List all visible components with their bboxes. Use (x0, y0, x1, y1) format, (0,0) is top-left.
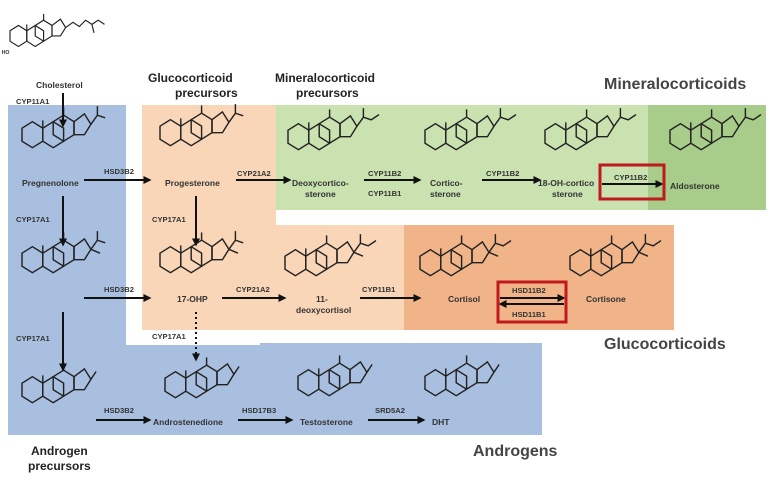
enzyme-cyp11b2-a: CYP11B2 (368, 169, 401, 178)
label-testosterone: Testosterone (300, 417, 353, 427)
label-cholesterol: Cholesterol (36, 80, 83, 90)
enzyme-cyp11b1-a: CYP11B1 (368, 189, 402, 198)
17-ohp-structure (159, 231, 244, 274)
dht-structure (424, 354, 500, 397)
11-deoxycortisol-structure (284, 234, 377, 277)
oh-corticosterone-structure (544, 108, 637, 151)
aldosterone-structure (669, 108, 762, 151)
enzyme-hsd3b2-mid: HSD3B2 (104, 285, 134, 294)
highlight-box-cyp11b2 (598, 163, 666, 201)
label-cortisol: Cortisol (448, 294, 480, 304)
label-aldosterone: Aldosterone (670, 181, 720, 191)
enzyme-hsd11b1: HSD11B1 (512, 310, 547, 319)
header-mineralocorticoids: Mineralocorticoids (604, 76, 746, 93)
header-glucocorticoid-precursors-line1: Glucocorticoid (148, 71, 233, 85)
header-mineralocorticoid-precursors-line1: Mineralocorticoid (275, 71, 375, 85)
label-corticosterone-line2: sterone (430, 189, 461, 199)
enzyme-cyp21a2-top: CYP21A2 (237, 169, 271, 178)
enzyme-hsd3b2-bottom: HSD3B2 (104, 406, 134, 415)
label-corticosterone-line1: Cortico- (430, 178, 463, 188)
deoxycorticosterone-structure (287, 108, 380, 151)
testosterone-structure (297, 354, 373, 397)
header-androgen-precursors-line1: Androgen (31, 444, 88, 458)
header-androgen-precursors-line2: precursors (28, 459, 91, 473)
label-deoxycorticosterone-line1: Deoxycortico- (292, 178, 349, 188)
label-oh-corticosterone-line1: 18-OH-cortico (538, 178, 594, 188)
panel-mineralocorticoids (648, 105, 766, 210)
enzyme-hsd3b2-top: HSD3B2 (104, 167, 134, 176)
dhea-structure (21, 361, 97, 404)
enzyme-hsd11b2: HSD11B2 (512, 286, 546, 295)
panel-glucocorticoid-precursors-row (254, 225, 404, 330)
corticosterone-structure (424, 108, 517, 151)
enzyme-cyp17a1-mid: CYP17A1 (152, 215, 187, 224)
label-17-ohp: 17-OHP (177, 294, 208, 304)
label-progesterone: Progesterone (165, 178, 220, 188)
label-cortisone: Cortisone (586, 294, 626, 304)
enzyme-cyp11b2-b: CYP11B2 (486, 169, 519, 178)
highlight-box-hsd11b (496, 280, 568, 324)
label-deoxycorticosterone-line2: sterone (305, 189, 336, 199)
header-androgens: Androgens (473, 443, 558, 460)
cortisone-structure (569, 234, 662, 277)
header-mineralocorticoid-precursors-line2: precursors (296, 86, 359, 100)
enzyme-cyp17a1-left1: CYP17A1 (16, 215, 51, 224)
header-glucocorticoid-precursors-line2: precursors (175, 86, 238, 100)
enzyme-hsd17b3: HSD17B3 (242, 406, 276, 415)
enzyme-cyp11b2-boxed: CYP11B2 (614, 173, 647, 182)
enzyme-cyp17a1-dotted: CYP17A1 (152, 332, 187, 341)
label-oh-corticosterone-line2: sterone (552, 189, 583, 199)
17-oh-pregnenolone-structure (21, 231, 106, 274)
label-11-deoxycortisol-line1: 11- (316, 294, 328, 304)
label-androstenedione: Androstenedione (153, 417, 223, 427)
enzyme-cyp11b1-mid: CYP11B1 (362, 285, 396, 294)
pregnenolone-structure (21, 106, 106, 149)
cortisol-structure (419, 234, 512, 277)
androstenedione-structure (164, 356, 240, 399)
panel-glucocorticoids (404, 225, 674, 330)
enzyme-srd5a2: SRD5A2 (375, 406, 405, 415)
enzyme-cyp17a1-left2: CYP17A1 (16, 334, 51, 343)
label-pregnenolone: Pregnenolone (22, 178, 79, 188)
label-11-deoxycortisol-line2: deoxycortisol (296, 305, 351, 315)
progesterone-structure (159, 104, 244, 147)
label-dht: DHT (432, 417, 450, 427)
cholesterol-structure: HO (2, 13, 105, 56)
enzyme-cyp21a2-mid: CYP21A2 (236, 285, 270, 294)
enzyme-cyp11a1: CYP11A1 (16, 97, 50, 106)
svg-text:HO: HO (2, 50, 10, 56)
header-glucocorticoids: Glucocorticoids (604, 336, 726, 353)
